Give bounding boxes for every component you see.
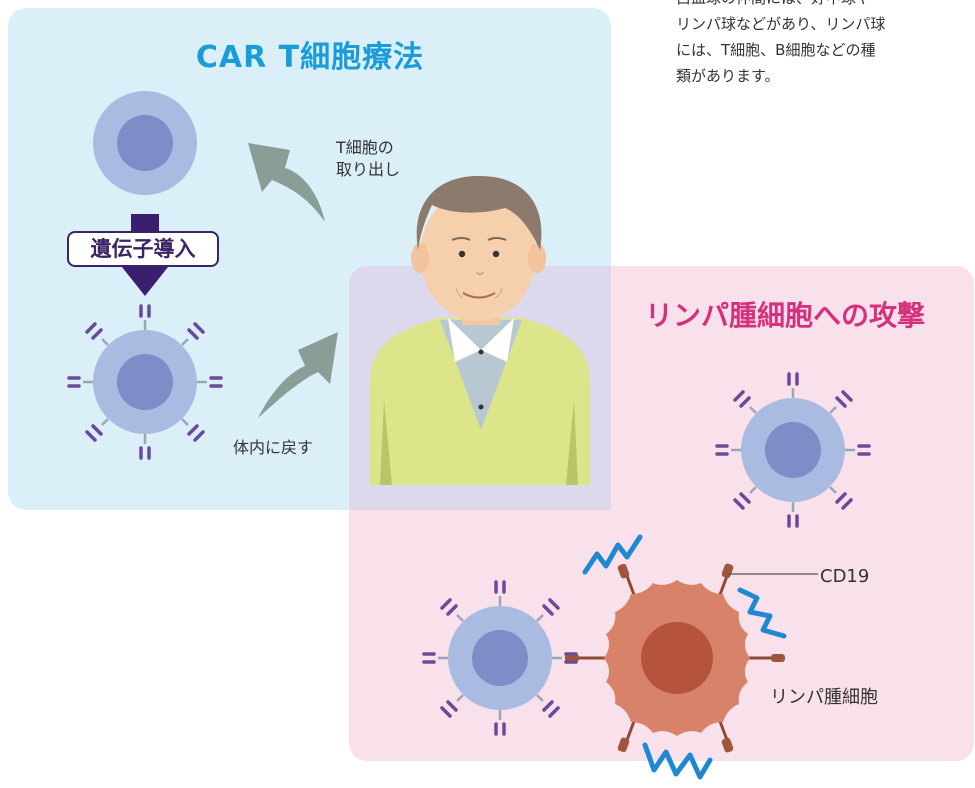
return-arrow — [258, 332, 338, 418]
note-line-2: リンパ球などがあり、リンパ球 — [676, 15, 886, 33]
lymphoma-attack-title: リンパ腫細胞への攻撃 — [644, 299, 925, 332]
note-line-3: には、T細胞、B細胞などの種 — [676, 41, 876, 59]
extraction-label-line-2: 取り出し — [336, 160, 401, 179]
patient-figure — [370, 175, 590, 485]
car-t-cell-circulating — [715, 372, 871, 528]
car-t-cell-attacking — [422, 580, 578, 736]
note-line-4: 類があります。 — [676, 67, 780, 85]
lymphoma-cell — [565, 563, 785, 753]
car-t-cell — [67, 304, 223, 460]
cd19-label: CD19 — [820, 566, 870, 587]
immune-synapse — [564, 652, 578, 664]
white-blood-cell-note: 白血球の仲間には、好中球や リンパ球などがあり、リンパ球 には、T細胞、B細胞な… — [676, 0, 975, 89]
t-cell-original — [93, 91, 197, 195]
attack-signals — [582, 534, 787, 780]
extraction-label-line-1: T細胞の — [336, 138, 394, 157]
lymphoma-cell-label: リンパ腫細胞 — [770, 687, 878, 708]
t-cell-extraction-label: T細胞の 取り出し — [336, 137, 400, 181]
gene-transfer-label: 遺伝子導入 — [67, 231, 219, 267]
extraction-arrow — [248, 143, 325, 222]
car-t-therapy-title: CAR T細胞療法 — [195, 40, 425, 75]
return-to-body-label: 体内に戻す — [233, 438, 314, 457]
note-line-1: 白血球の仲間には、好中球や — [676, 0, 871, 11]
